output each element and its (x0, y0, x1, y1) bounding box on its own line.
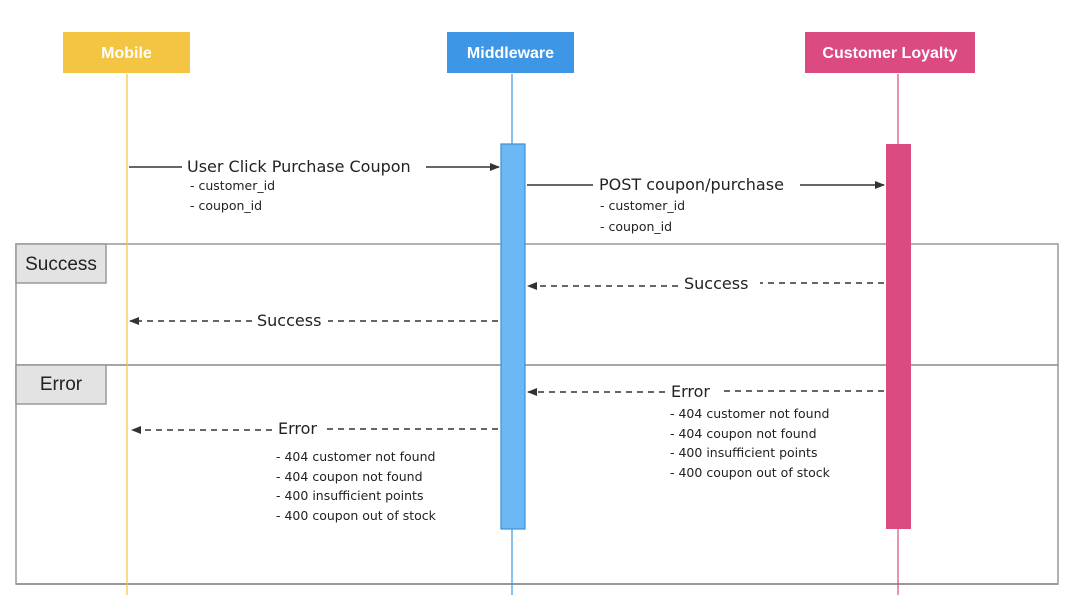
mobile-actor-label: Mobile (101, 45, 152, 62)
post-request-message: POST coupon/purchase - customer_id - cou… (527, 175, 885, 234)
success-frame-tab: Success (15, 243, 107, 284)
purchase-param-coupon-id: - coupon_id (190, 198, 262, 213)
middleware-activation-bar (500, 143, 526, 530)
error-frame-tab: Error (15, 364, 107, 405)
success-frame-label: Success (25, 254, 97, 275)
error-frame-label: Error (40, 374, 83, 395)
mobile-error-code: - 404 customer not found (276, 449, 435, 464)
purchase-request-message: User Click Purchase Coupon - customer_id… (129, 157, 500, 213)
loyalty-actor-label: Customer Loyalty (822, 45, 957, 62)
mobile-error-label: Error (278, 419, 317, 438)
loyalty-activation-bar (886, 144, 911, 529)
loyalty-actor: Customer Loyalty (805, 32, 975, 73)
post-param-coupon-id: - coupon_id (600, 219, 672, 234)
mobile-actor: Mobile (63, 32, 190, 73)
loyalty-error-label: Error (671, 382, 710, 401)
post-request-label: POST coupon/purchase (599, 175, 784, 194)
mobile-error-code: - 404 coupon not found (276, 469, 423, 484)
loyalty-error-message: Error - 404 customer not found - 404 cou… (527, 382, 884, 480)
mobile-success-label: Success (257, 311, 321, 330)
loyalty-success-label: Success (684, 274, 748, 293)
loyalty-error-code: - 400 coupon out of stock (670, 465, 831, 480)
mobile-error-code: - 400 coupon out of stock (276, 508, 437, 523)
purchase-request-label: User Click Purchase Coupon (187, 157, 411, 176)
loyalty-success-message: Success (527, 274, 884, 293)
loyalty-error-code: - 404 customer not found (670, 406, 829, 421)
mobile-error-code: - 400 insufficient points (276, 488, 423, 503)
middleware-actor-label: Middleware (467, 45, 554, 62)
post-param-customer-id: - customer_id (600, 198, 685, 213)
middleware-actor: Middleware (447, 32, 574, 73)
loyalty-error-code: - 400 insufficient points (670, 445, 817, 460)
mobile-error-message: Error - 404 customer not found - 404 cou… (131, 419, 498, 523)
mobile-success-message: Success (129, 311, 498, 330)
purchase-param-customer-id: - customer_id (190, 178, 275, 193)
loyalty-error-code: - 404 coupon not found (670, 426, 817, 441)
